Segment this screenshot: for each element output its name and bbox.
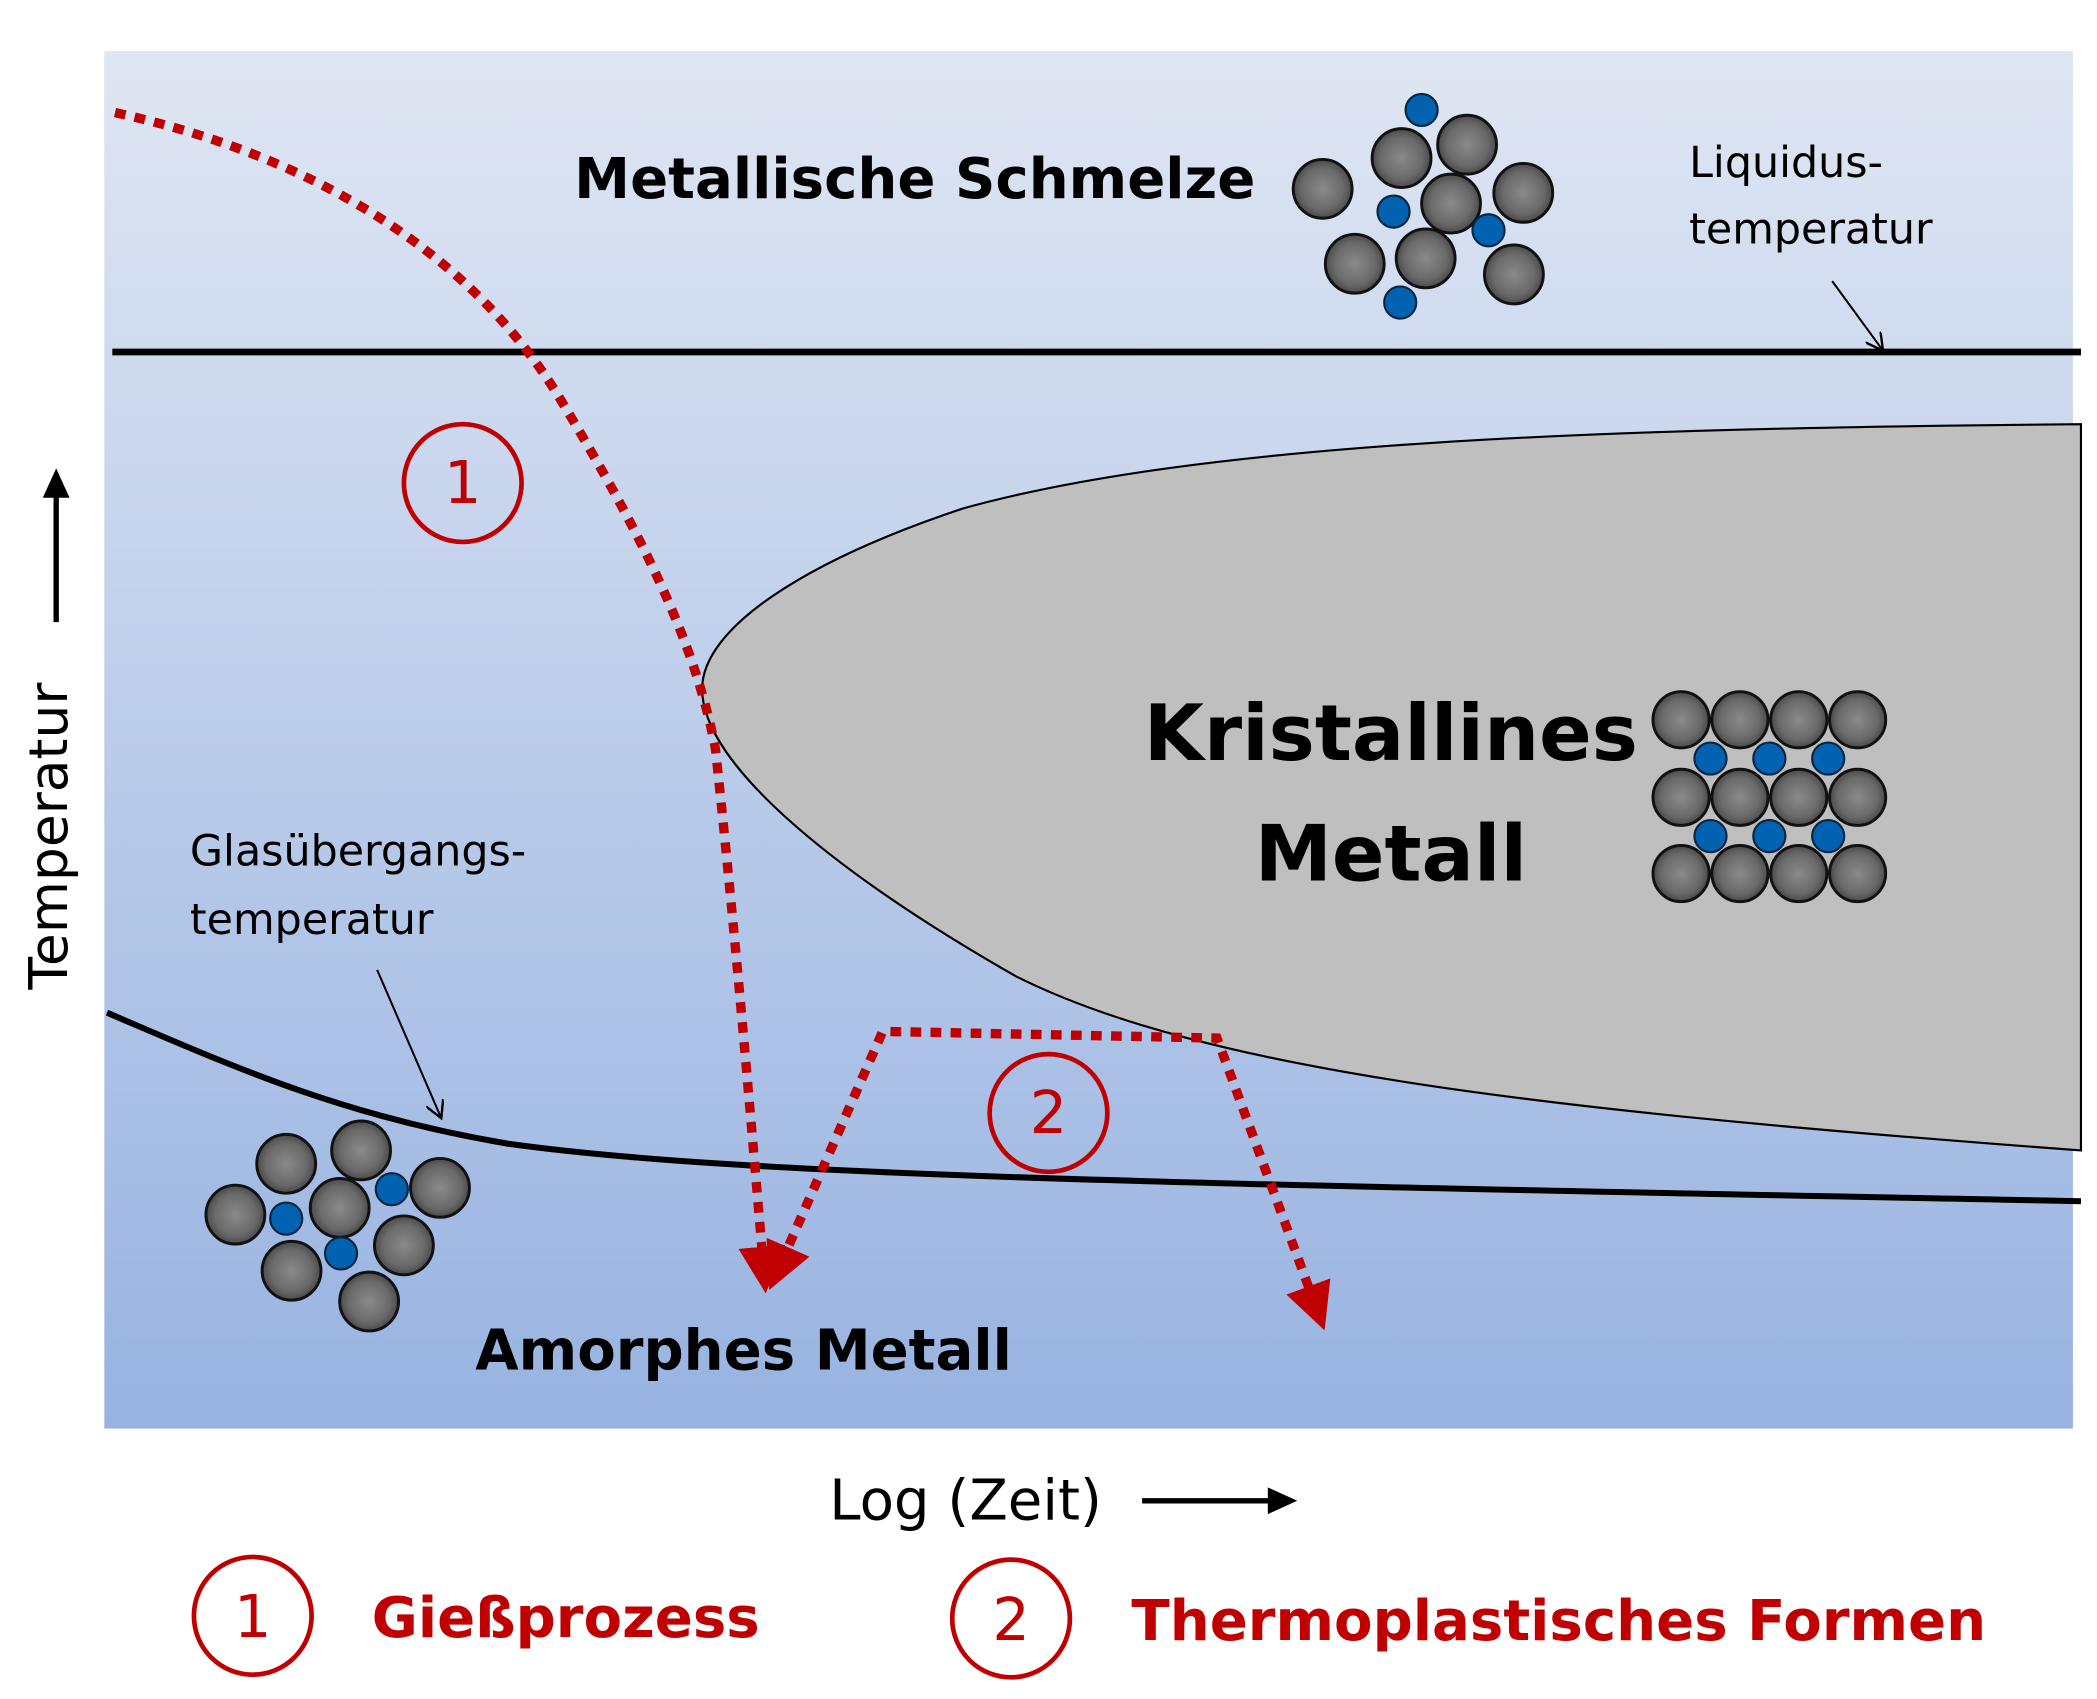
y-axis-label: Temperatur xyxy=(17,683,80,991)
arrow-right-icon xyxy=(1142,1487,1298,1515)
path-marker-2: 2 xyxy=(987,1051,1110,1175)
liquidus-label-line1: Liquidus- xyxy=(1689,138,1883,188)
glass-label-line1: Glasübergangs- xyxy=(190,827,526,877)
crystalline-label-line1: Kristallines xyxy=(1144,689,1638,779)
amorphous-atom-cluster-icon xyxy=(204,1119,471,1333)
crystal-lattice-icon xyxy=(1651,690,1888,904)
legend-label-casting: Gießprozess xyxy=(372,1586,760,1651)
glass-transition-line xyxy=(105,1009,2082,1205)
path-marker-2-number: 2 xyxy=(1030,1078,1067,1147)
process-path-casting xyxy=(114,108,786,1294)
legend-label-thermoplastic: Thermoplastisches Formen xyxy=(1131,1589,1986,1654)
arrow-up-icon xyxy=(42,468,70,623)
path-marker-1: 1 xyxy=(401,421,524,545)
liquidus-label-line2: temperatur xyxy=(1689,205,1933,255)
legend-number-2: 2 xyxy=(992,1585,1029,1654)
glass-label-line2: temperatur xyxy=(190,895,434,945)
crystalline-label-line2: Metall xyxy=(1255,809,1527,899)
legend-item-casting: 1 Gießprozess xyxy=(191,1554,760,1677)
melt-label: Metallische Schmelze xyxy=(574,147,1255,212)
glass-pointer xyxy=(376,969,441,1118)
x-axis-label: Log (Zeit) xyxy=(829,1469,1102,1534)
process-path-thermoplastic xyxy=(766,1026,1331,1331)
legend-number-1: 1 xyxy=(234,1582,271,1651)
legend: 1 Gießprozess 2 Thermoplastisches Formen xyxy=(191,1554,1986,1680)
legend-item-thermoplastic: 2 Thermoplastisches Formen xyxy=(949,1557,1986,1680)
liquidus-pointer xyxy=(1831,280,1883,351)
amorphous-label: Amorphes Metall xyxy=(475,1319,1012,1384)
crystalline-region xyxy=(701,423,2083,1152)
melt-atom-cluster-icon xyxy=(1291,92,1555,320)
path-marker-1-number: 1 xyxy=(444,448,481,517)
